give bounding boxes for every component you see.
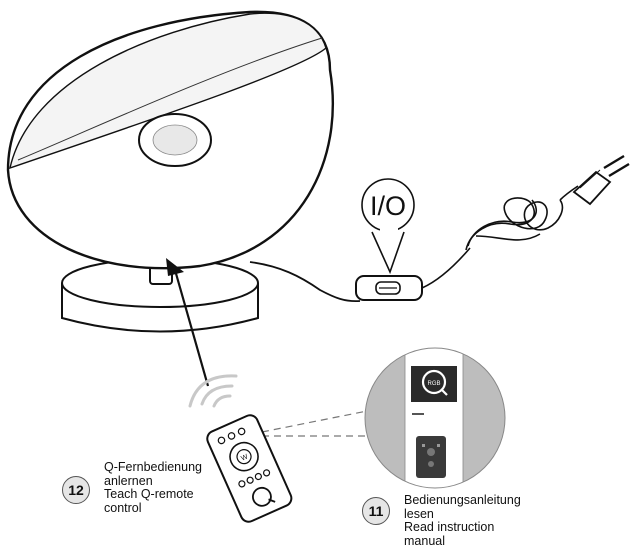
- manual-zoom-view: RGB: [364, 347, 506, 489]
- signal-waves-icon: [188, 374, 238, 408]
- step-12-line-4: control: [104, 500, 142, 515]
- step-11-line-2: lesen: [404, 506, 434, 521]
- switch-callout: I/O: [361, 178, 415, 275]
- inline-switch: [355, 275, 423, 301]
- switch-label: I/O: [370, 191, 406, 221]
- step-11-line-1: Bedienungsanleitung: [404, 493, 521, 507]
- remote-button-letter: W: [240, 453, 249, 462]
- step-12-badge: 12: [62, 476, 90, 504]
- step-12-line-1: Q-Fernbedienung: [104, 460, 202, 474]
- step-12-line-3: Teach Q-remote: [104, 487, 194, 501]
- manual-product-photo: [416, 436, 446, 478]
- lamp-cable: [249, 261, 361, 303]
- signal-arrow: [166, 258, 210, 387]
- remote-control: W: [206, 414, 293, 523]
- zoom-guide-lines: [261, 409, 373, 437]
- power-cord: [421, 185, 579, 289]
- remote-center-button: [236, 449, 252, 465]
- lamp-dome: [6, 10, 334, 270]
- manual-logo-text: RGB: [427, 381, 440, 387]
- lamp-base: [61, 258, 259, 333]
- step-12-caption: Q-Fernbedienung anlernen Teach Q-remote …: [104, 460, 202, 515]
- step-11-badge: 11: [362, 497, 390, 525]
- power-plug: [572, 154, 630, 206]
- step-11-line-4: manual: [404, 533, 445, 548]
- step-11-line-3: Read instruction: [404, 520, 495, 534]
- remote-q-logo-icon: [252, 486, 272, 507]
- step-11-caption: Bedienungsanleitung lesen Read instructi…: [404, 493, 521, 548]
- step-12-line-2: anlernen: [104, 473, 153, 488]
